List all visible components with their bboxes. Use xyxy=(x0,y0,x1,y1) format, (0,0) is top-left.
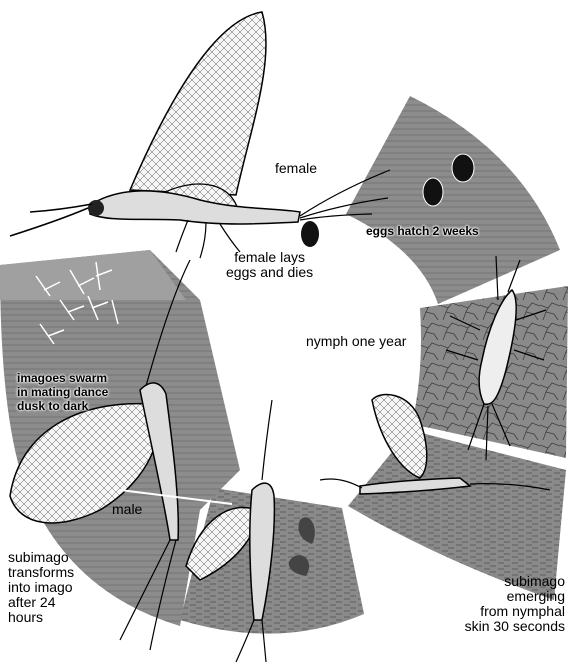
swarm-sky-notch xyxy=(0,250,186,300)
nymph-stage-label: nymph one year xyxy=(306,334,406,349)
subimago-transforms-label: subimago transforms into imago after 24 … xyxy=(8,550,74,625)
imagoes-swarm-label: imagoes swarm in mating dance dusk to da… xyxy=(17,371,108,413)
subimago-emerging-label: subimago emerging from nymphal skin 30 s… xyxy=(465,574,565,634)
female-lays-eggs-label: female lays eggs and dies xyxy=(226,250,313,280)
adult-female-mayfly-figure xyxy=(10,12,390,258)
egg-2 xyxy=(452,154,474,182)
male-label: male xyxy=(112,502,142,517)
female-label: female xyxy=(275,161,317,176)
egg-1 xyxy=(423,178,443,206)
eggs-hatch-label: eggs hatch 2 weeks xyxy=(366,224,479,239)
